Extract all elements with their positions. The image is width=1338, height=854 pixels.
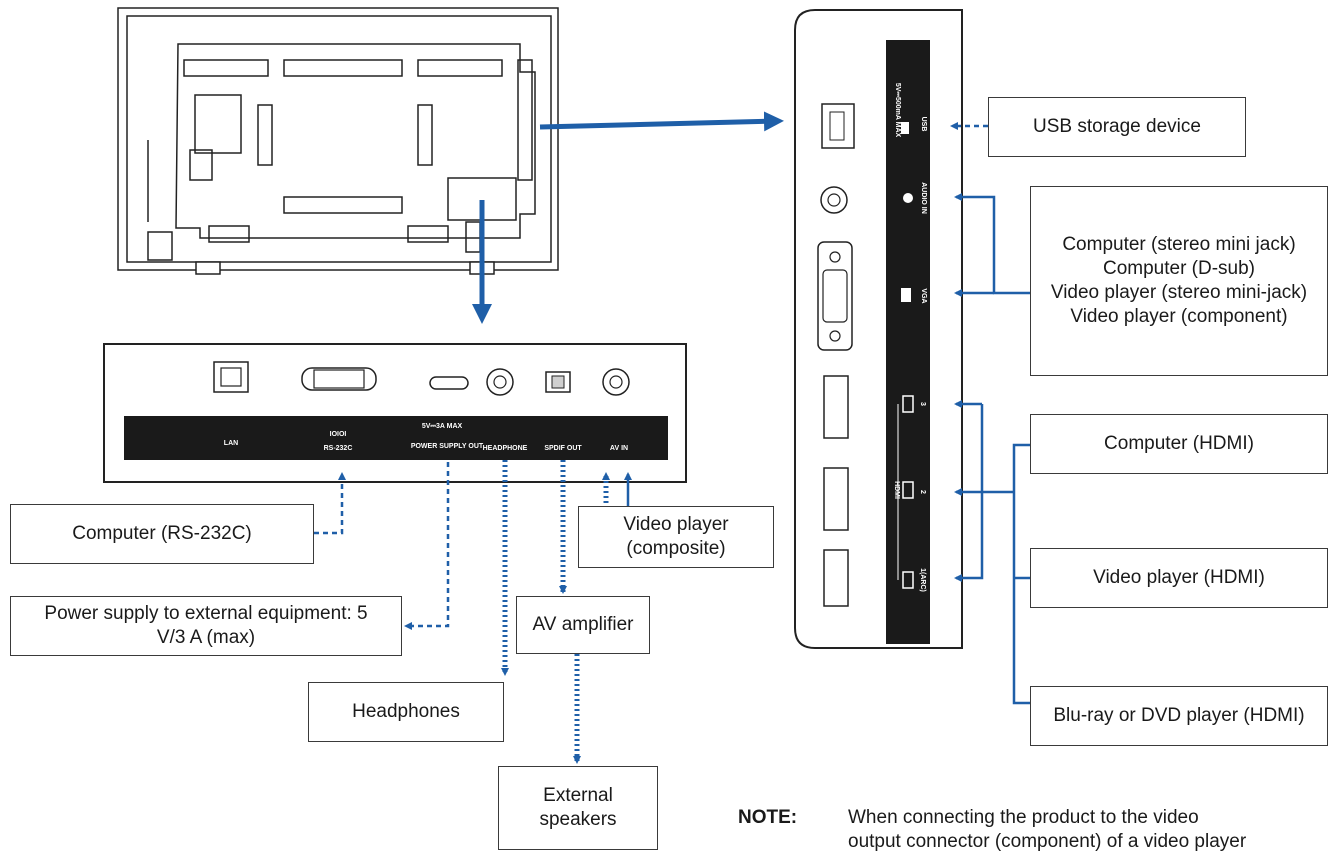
device-label: Video player (stereo mini-jack) bbox=[1050, 282, 1308, 303]
device-label: Computer (RS-232C) bbox=[72, 523, 252, 544]
port-label-usb: USB bbox=[920, 117, 927, 132]
port-label-rs232c: RS-232C bbox=[324, 445, 353, 452]
port-label-spdif: SPDIF OUT bbox=[544, 445, 582, 452]
port-label-audio-in: AUDIO IN bbox=[920, 182, 927, 214]
port-label-hdmi3: 3 bbox=[919, 402, 926, 406]
device-label: Blu-ray or DVD player (HDMI) bbox=[1053, 705, 1305, 726]
device-computer-rs232c: Computer (RS-232C) bbox=[10, 504, 314, 564]
port-label-av-in: AV IN bbox=[610, 445, 628, 452]
rs232c-port-icon bbox=[301, 367, 377, 391]
port-label-hdmi: HDMI bbox=[893, 481, 900, 499]
usb-rating-label: 5V⎓500mA MAX bbox=[894, 83, 901, 138]
device-label: Computer (D-sub) bbox=[1102, 258, 1256, 279]
device-usb-storage: USB storage device bbox=[988, 97, 1246, 157]
port-label-power-supply: POWER SUPPLY OUT bbox=[411, 443, 484, 450]
port-label-lan: LAN bbox=[224, 440, 238, 447]
bottom-connector-panel: LAN IOIOI RS-232C 5V⎓3A MAX POWER SUPPLY… bbox=[103, 343, 687, 483]
device-video-player-composite: Video player (composite) bbox=[578, 506, 774, 568]
device-headphones: Headphones bbox=[308, 682, 504, 742]
device-analog-sources: Computer (stereo mini jack) Computer (D-… bbox=[1030, 186, 1328, 376]
note-line-1: When connecting the product to the video bbox=[848, 807, 1199, 828]
device-label: (composite) bbox=[626, 538, 726, 559]
rs232-symbol: IOIOI bbox=[330, 431, 347, 438]
device-label: External bbox=[543, 785, 613, 806]
hdmi3-port-icon bbox=[823, 375, 849, 439]
port-label-headphone: HEADPHONE bbox=[483, 445, 528, 452]
power-rating-label: 5V⎓3A MAX bbox=[422, 423, 463, 430]
hdmi1-port-icon bbox=[823, 549, 849, 607]
device-label: Headphones bbox=[352, 701, 460, 722]
device-label: speakers bbox=[539, 809, 617, 830]
device-label: Video player (HDMI) bbox=[1093, 567, 1265, 588]
note-line-2: output connector (component) of a video … bbox=[848, 831, 1247, 852]
device-label: Computer (HDMI) bbox=[1104, 433, 1254, 454]
lan-port-icon bbox=[213, 361, 249, 393]
device-av-amplifier: AV amplifier bbox=[516, 596, 650, 654]
power-supply-port-icon bbox=[429, 376, 469, 390]
device-label: Power supply to external equipment: 5 bbox=[44, 603, 368, 624]
monitor-rear-view bbox=[117, 7, 559, 275]
port-label-hdmi1-arc: 1(ARC) bbox=[919, 568, 926, 592]
device-label: Video player (component) bbox=[1070, 306, 1288, 327]
device-label: V/3 A (max) bbox=[156, 627, 256, 648]
device-label: Computer (stereo mini jack) bbox=[1062, 234, 1296, 255]
device-video-player-hdmi: Video player (HDMI) bbox=[1030, 548, 1328, 608]
device-label: Video player bbox=[623, 514, 729, 535]
note: NOTE: When connecting the product to the … bbox=[738, 806, 1246, 854]
note-label: NOTE: bbox=[738, 807, 798, 828]
device-external-speakers: External speakers bbox=[498, 766, 658, 850]
device-bluray-dvd-hdmi: Blu-ray or DVD player (HDMI) bbox=[1030, 686, 1328, 746]
device-label: USB storage device bbox=[1033, 116, 1201, 137]
device-label: AV amplifier bbox=[532, 614, 634, 635]
hdmi2-port-icon bbox=[823, 467, 849, 531]
connection-lines bbox=[314, 122, 1030, 764]
device-power-supply-external: Power supply to external equipment: 5 V/… bbox=[10, 596, 402, 656]
side-connector-panel: USB 5V⎓500mA MAX AUDIO IN VGA HDMI 3 2 1… bbox=[794, 9, 963, 649]
port-label-vga: VGA bbox=[920, 288, 927, 303]
device-computer-hdmi: Computer (HDMI) bbox=[1030, 414, 1328, 474]
zoom-arrows bbox=[472, 111, 784, 324]
port-label-hdmi2: 2 bbox=[919, 490, 926, 494]
